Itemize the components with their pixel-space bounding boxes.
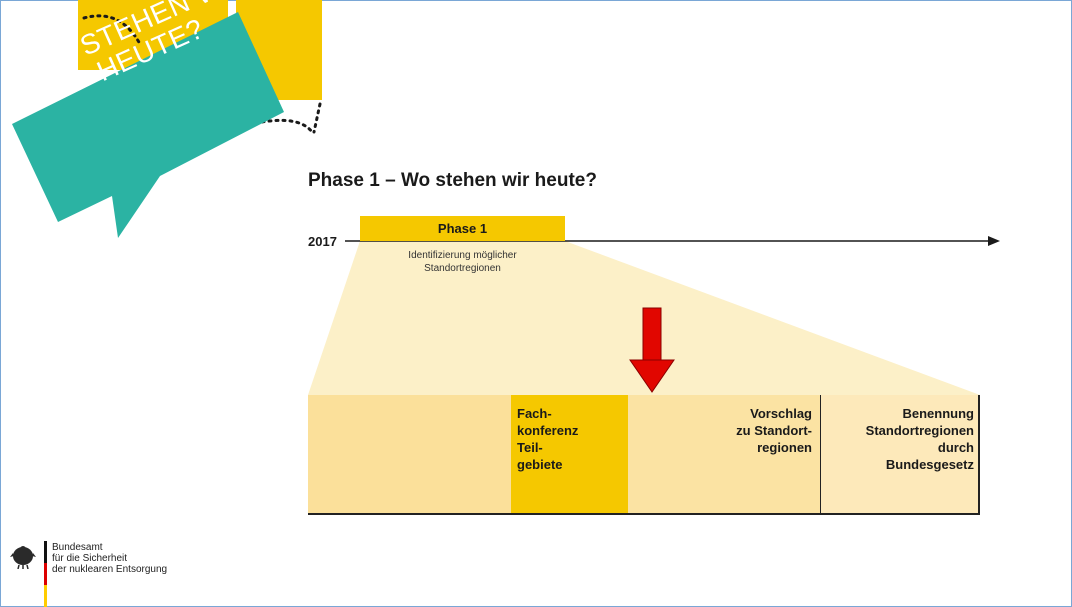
phase-box: Phase 1 <box>360 216 565 241</box>
federal-eagle-icon <box>10 546 36 569</box>
step-cell-empty <box>308 395 511 513</box>
phase-label: Phase 1 <box>437 221 488 236</box>
step-cell-text: Fach- konferenz Teil- gebiete <box>517 406 579 472</box>
diagram-title: Phase 1 – Wo stehen wir heute? <box>308 170 597 191</box>
dotted-line-right <box>312 102 322 134</box>
row-baseline <box>308 513 980 515</box>
step-cell-text: Vorschlag zu Standort- regionen <box>736 406 812 455</box>
phase-description: Identifizierung möglicher Standortregion… <box>408 250 517 274</box>
dotted-arc-bottom <box>260 118 314 134</box>
step-cell-fachkonferenz: Fach- konferenz Teil- gebiete <box>511 395 628 513</box>
header-decoration <box>12 0 322 238</box>
organization-name: Bundesamt für die Sicherheit der nuklear… <box>52 542 168 575</box>
timeline-start-label: 2017 <box>308 234 337 249</box>
speech-bubble <box>12 12 284 238</box>
step-cell-text: Benennung Standortregionen durch Bundesg… <box>865 406 974 472</box>
dotted-arc-top <box>82 14 142 46</box>
flag-bar-icon <box>44 541 47 607</box>
process-row: Fach- konferenz Teil- gebiete Vorschlag … <box>308 395 980 513</box>
red-down-arrow <box>629 307 675 393</box>
step-cell-benennung: Benennung Standortregionen durch Bundesg… <box>821 395 980 513</box>
timeline-arrowhead <box>988 236 1000 246</box>
step-cell-vorschlag: Vorschlag zu Standort- regionen <box>628 395 821 513</box>
